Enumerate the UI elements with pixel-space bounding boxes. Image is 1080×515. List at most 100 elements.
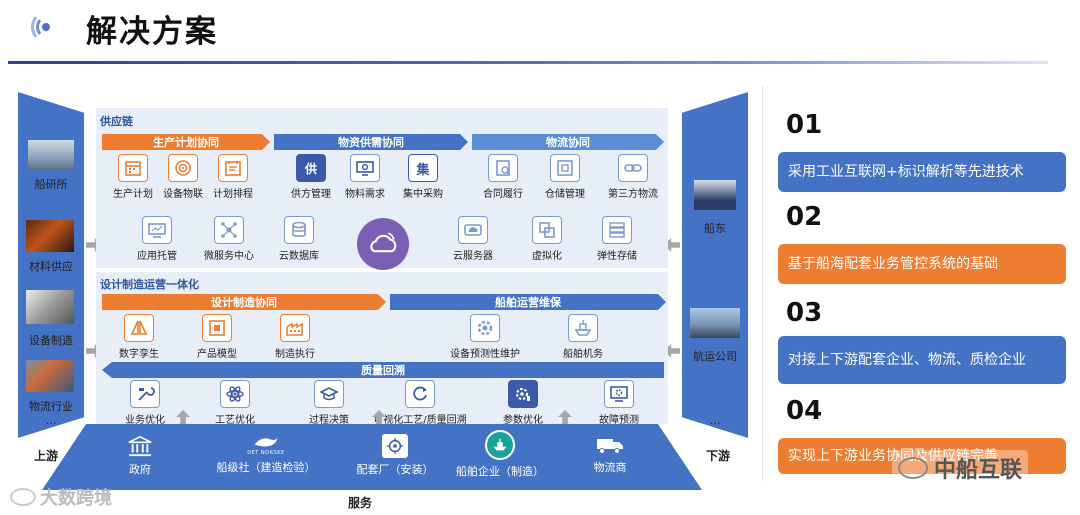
item-ship-engineering[interactable]: 船舶机务: [546, 314, 620, 360]
cloud-hub-icon: [357, 218, 409, 270]
item-label: 生产计划: [113, 189, 153, 200]
left-thumb-4: [26, 360, 74, 392]
item-centralized-purchase[interactable]: 集 集中采购: [386, 154, 460, 200]
downstream-label: 下游: [705, 449, 730, 463]
item-label: 物料需求: [345, 189, 385, 200]
network-icon: [214, 216, 244, 244]
item-label: 合同履行: [483, 189, 523, 200]
left-item-4: 物流行业: [29, 400, 73, 413]
item-label: 过程决策: [309, 415, 349, 426]
left-item-2: 材料供应: [29, 260, 73, 273]
screen-icon: [350, 154, 380, 182]
ship-icon: [568, 314, 598, 342]
left-thumb-2: [26, 220, 74, 252]
list-pill-1: 采用工业互联网+标识解析等先进技术: [778, 152, 1066, 192]
item-digital-twin[interactable]: 数字孪生: [102, 314, 176, 360]
svc-government[interactable]: 政府: [110, 434, 170, 477]
factory-icon: [280, 314, 310, 342]
monitor-icon: [142, 216, 172, 244]
left-item-3: 设备制造: [29, 334, 73, 347]
item-contract[interactable]: 合同履行: [466, 154, 540, 200]
item-virtualization[interactable]: 虚拟化: [510, 216, 584, 262]
item-cloud-server[interactable]: 云服务器: [436, 216, 510, 262]
bar-design-manufacture: 设计制造协同: [102, 294, 386, 310]
item-material-demand[interactable]: 物料需求: [328, 154, 402, 200]
bar-material-supply: 物资供需协同: [274, 134, 468, 150]
item-visual-traceback[interactable]: 可视化工艺/质量回溯: [372, 380, 468, 426]
downstream-panel: [682, 92, 748, 438]
right-item-3: …: [709, 414, 721, 427]
item-product-model[interactable]: 产品模型: [180, 314, 254, 360]
signal-icon: [31, 16, 50, 38]
item-mes[interactable]: 制造执行: [258, 314, 332, 360]
svc-logistics[interactable]: 物流商: [578, 434, 642, 475]
list-divider: [762, 86, 763, 481]
twin-icon: [124, 314, 154, 342]
item-process-opt[interactable]: 工艺优化: [198, 380, 272, 426]
design-title: 设计制造运营一体化: [100, 278, 199, 291]
layers-icon: [532, 216, 562, 244]
left-item-1: 船研所: [34, 178, 68, 191]
param-gear-icon: [508, 380, 538, 408]
item-label: 数字孪生: [119, 349, 159, 360]
item-microservice[interactable]: 微服务中心: [192, 216, 266, 262]
database-icon: [284, 216, 314, 244]
wechat-logo-icon: [898, 457, 928, 479]
graduation-icon: [314, 380, 344, 408]
item-predictive-maintenance[interactable]: 设备预测性维护: [448, 314, 522, 360]
item-label: 第三方物流: [608, 189, 658, 200]
item-third-party-logistics[interactable]: 第三方物流: [596, 154, 670, 200]
dnv-text: DET NORSKE: [247, 450, 285, 456]
item-fault-predict[interactable]: 故障预测: [582, 380, 656, 426]
item-app-hosting[interactable]: 应用托管: [120, 216, 194, 262]
factory-target-icon: [382, 434, 408, 458]
item-label: 工艺优化: [215, 415, 255, 426]
refresh-icon: [405, 380, 435, 408]
item-label: 产品模型: [197, 349, 237, 360]
item-supplier-mgmt[interactable]: 供 供方管理: [274, 154, 348, 200]
item-param-opt[interactable]: 参数优化: [486, 380, 560, 426]
item-elastic-storage[interactable]: 弹性存储: [580, 216, 654, 262]
right-item-1: 船东: [704, 222, 726, 235]
right-thumb-1: [694, 180, 736, 210]
bar-production-planning: 生产计划协同: [102, 134, 270, 150]
item-process-decision[interactable]: 过程决策: [292, 380, 366, 426]
svc-classification-society[interactable]: DET NORSKE 船级社（建造检验）: [206, 434, 326, 475]
watermark-right: 中船互联: [892, 450, 1029, 486]
item-warehouse[interactable]: 仓储管理: [528, 154, 602, 200]
calendar-icon: [118, 154, 148, 182]
storage-icon: [602, 216, 632, 244]
schedule-icon: [218, 154, 248, 182]
list-pill-2: 基于船海配套业务管控系统的基础: [778, 244, 1066, 284]
item-label: 弹性存储: [597, 251, 637, 262]
item-label: 供方管理: [291, 189, 331, 200]
service-base: [42, 424, 702, 490]
item-business-opt[interactable]: 业务优化: [108, 380, 182, 426]
ship-enterprise-icon: [485, 430, 515, 460]
left-thumb-3: [26, 290, 74, 324]
item-production-plan[interactable]: 生产计划: [96, 154, 170, 200]
item-label: 业务优化: [125, 415, 165, 426]
item-cloud-db[interactable]: 云数据库: [262, 216, 336, 262]
svc-label: 船舶企业（制造）: [456, 465, 544, 478]
contract-icon: [488, 154, 518, 182]
monitor-gear-icon: [604, 380, 634, 408]
item-label: 制造执行: [275, 349, 315, 360]
left-thumb-1: [28, 140, 74, 170]
svc-supplier-factory[interactable]: 配套厂（安装）: [350, 434, 440, 477]
header-divider: [8, 61, 1048, 64]
tools-icon: [130, 380, 160, 408]
item-label: 虚拟化: [532, 251, 562, 262]
item-label: 应用托管: [137, 251, 177, 262]
watermark-left: 大数跨境: [10, 484, 112, 510]
svc-ship-enterprise[interactable]: 船舶企业（制造）: [452, 430, 548, 479]
item-device-iot[interactable]: 设备物联: [146, 154, 220, 200]
list-num-1: 01: [786, 110, 823, 140]
warehouse-icon: [550, 154, 580, 182]
list-num-3: 03: [786, 298, 823, 328]
left-item-5: …: [45, 414, 57, 427]
item-label: 设备物联: [163, 189, 203, 200]
atom-icon: [220, 380, 250, 408]
item-scheduling[interactable]: 计划排程: [196, 154, 270, 200]
item-label: 参数优化: [503, 415, 543, 426]
